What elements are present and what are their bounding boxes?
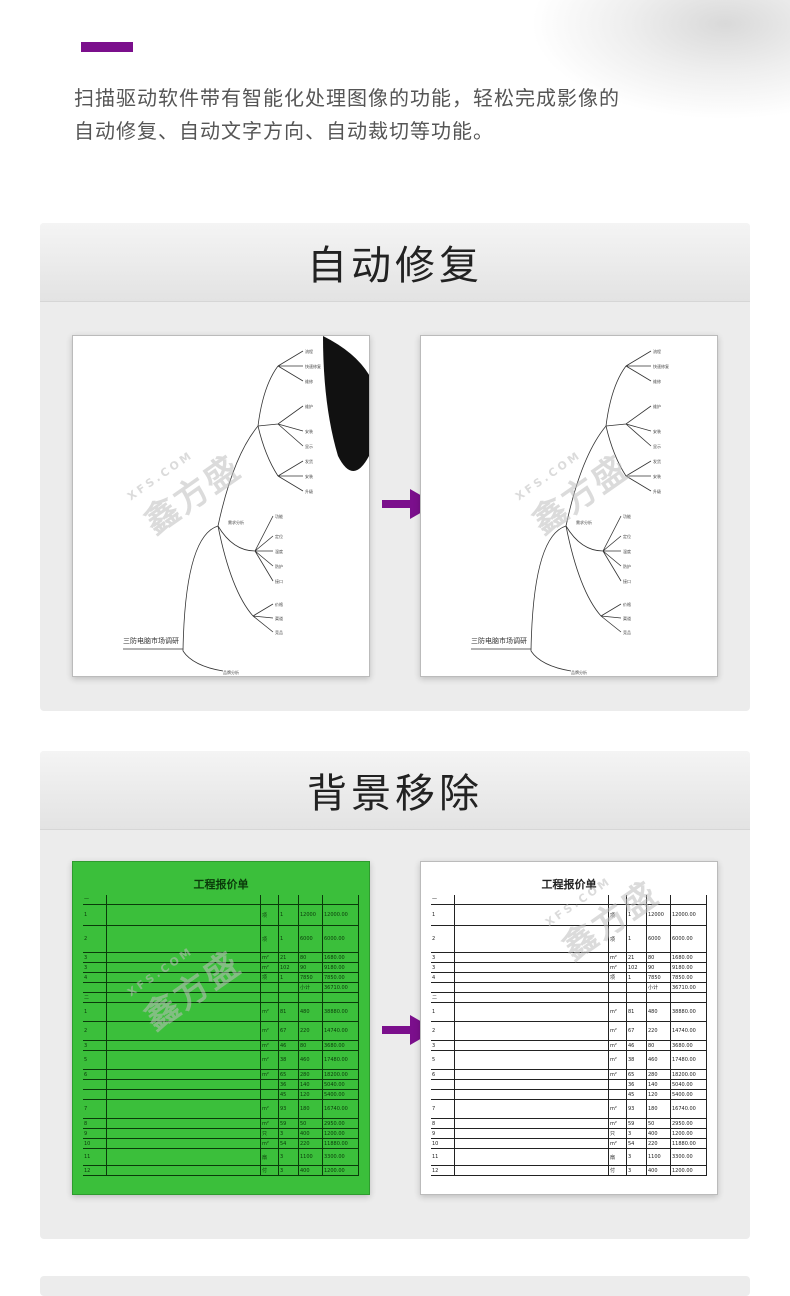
auto-repair-panel: 自动修复 流程快速修复维修 维护安装显示 — [40, 223, 750, 711]
svg-text:发货: 发货 — [305, 458, 313, 464]
svg-text:竞品: 竞品 — [275, 629, 283, 635]
svg-text:流程: 流程 — [305, 348, 313, 354]
svg-text:显示: 显示 — [653, 444, 661, 449]
svg-text:温度: 温度 — [623, 548, 631, 554]
doc-title: 工程报价单 — [193, 878, 249, 891]
svg-text:接口: 接口 — [623, 578, 631, 584]
svg-text:安装: 安装 — [305, 473, 313, 479]
svg-text:定位: 定位 — [623, 533, 631, 539]
after-mindmap-page: 流程快速修复维修 维护安装显示 发货安装升级 功能定位温度 防护接口 价格渠道竞… — [420, 335, 718, 677]
svg-text:竞品: 竞品 — [623, 629, 631, 635]
section-title: 自动修复 — [40, 223, 750, 302]
svg-text:流程: 流程 — [653, 348, 661, 354]
svg-text:渠道: 渠道 — [275, 615, 283, 621]
svg-text:渠道: 渠道 — [623, 615, 631, 621]
svg-text:升级: 升级 — [305, 488, 313, 494]
svg-text:升级: 升级 — [653, 488, 661, 494]
svg-text:安装: 安装 — [653, 428, 661, 434]
svg-text:需求分析: 需求分析 — [576, 519, 592, 525]
svg-text:安装: 安装 — [653, 473, 661, 479]
svg-text:防护: 防护 — [275, 563, 283, 569]
svg-text:安装: 安装 — [305, 428, 313, 434]
svg-text:维护: 维护 — [305, 403, 313, 409]
svg-text:品牌分析: 品牌分析 — [223, 669, 239, 675]
next-panel-edge — [40, 1276, 750, 1296]
svg-text:快速修复: 快速修复 — [305, 363, 321, 369]
svg-text:功能: 功能 — [275, 513, 283, 519]
svg-text:品牌分析: 品牌分析 — [571, 669, 587, 675]
intro-text: 扫描驱动软件带有智能化处理图像的功能，轻松完成影像的自动修复、自动文字方向、自动… — [74, 86, 620, 143]
mindmap-root-label: 三防电脑市场调研 — [471, 637, 527, 645]
doc-title: 工程报价单 — [541, 878, 597, 891]
svg-text:防护: 防护 — [623, 563, 631, 569]
ink-landscape-decoration — [530, 0, 790, 120]
before-mindmap-page: 流程快速修复维修 维护安装显示 发货安装升级 功能定位温度 防护接口 价格渠道竞… — [72, 335, 370, 677]
svg-text:显示: 显示 — [305, 444, 313, 449]
svg-text:温度: 温度 — [275, 548, 283, 554]
svg-text:维护: 维护 — [653, 403, 661, 409]
accent-bar — [81, 42, 133, 52]
svg-text:维修: 维修 — [305, 378, 313, 384]
svg-text:价格: 价格 — [623, 601, 631, 607]
section-title: 背景移除 — [40, 751, 750, 830]
svg-text:定位: 定位 — [275, 533, 283, 539]
svg-text:价格: 价格 — [275, 601, 283, 607]
svg-text:功能: 功能 — [623, 513, 631, 519]
svg-text:快速修复: 快速修复 — [653, 363, 669, 369]
mindmap-root-label: 三防电脑市场调研 — [123, 637, 179, 645]
svg-text:需求分析: 需求分析 — [228, 519, 244, 525]
svg-text:发货: 发货 — [653, 458, 661, 464]
svg-text:接口: 接口 — [275, 578, 283, 584]
svg-text:维修: 维修 — [653, 378, 661, 384]
